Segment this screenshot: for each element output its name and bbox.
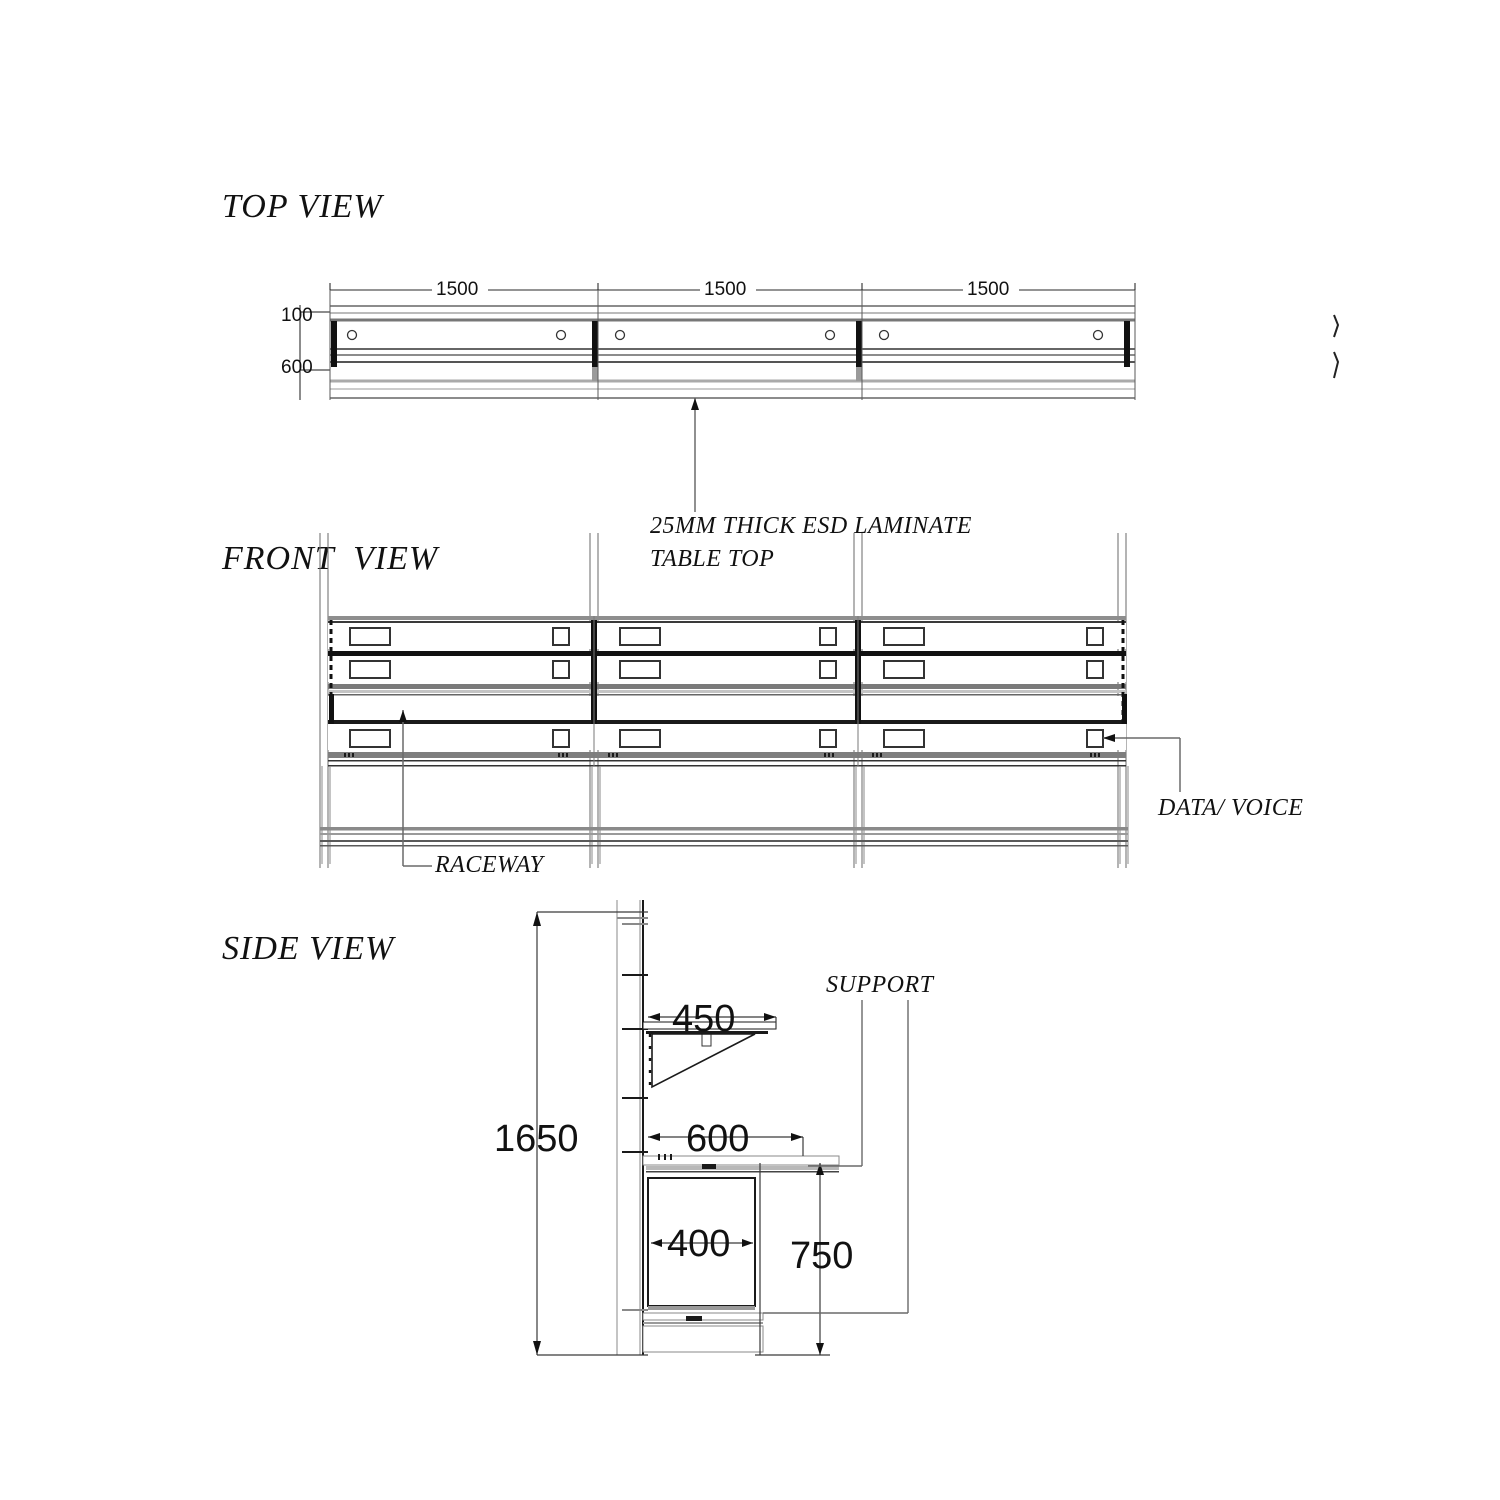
raceway-label: RACEWAY (435, 852, 544, 878)
data-voice-label: DATA/ VOICE (1158, 795, 1304, 821)
side-view-dim-1650: 1650 (494, 1118, 579, 1160)
side-view-dim-600: 600 (686, 1118, 750, 1160)
top-view-depth-dim-100: 100 (281, 305, 313, 326)
front-view-title: FRONT VIEW (222, 540, 439, 577)
side-view-title: SIDE VIEW (222, 930, 395, 967)
top-view-bay-width-3: 1500 (967, 279, 1010, 300)
top-view-bay-width-1: 1500 (436, 279, 479, 300)
side-view-dim-750: 750 (790, 1235, 854, 1277)
top-view-bay-width-2: 1500 (704, 279, 747, 300)
table-top-note-line2: TABLE TOP (650, 546, 775, 572)
table-top-note-line1: 25MM THICK ESD LAMINATE (650, 513, 972, 539)
support-label: SUPPORT (826, 972, 934, 998)
side-view-dim-400: 400 (667, 1223, 731, 1265)
side-view-dim-450: 450 (672, 998, 736, 1040)
top-view-depth-dim-600: 600 (281, 357, 313, 378)
top-view-title: TOP VIEW (222, 188, 383, 225)
